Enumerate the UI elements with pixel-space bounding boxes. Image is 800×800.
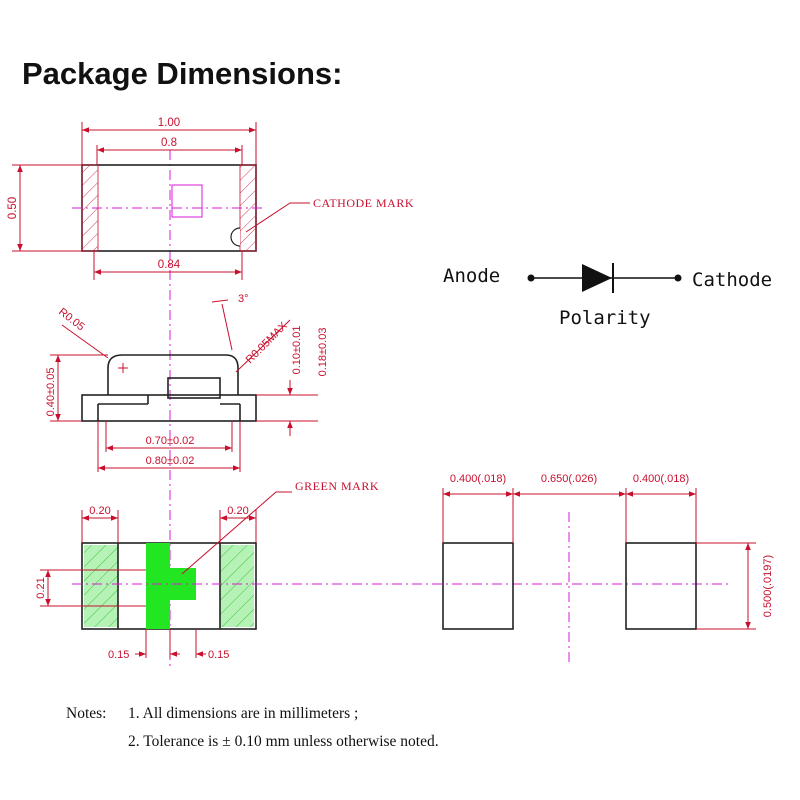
dim-overall-width: 1.00: [158, 117, 180, 129]
cathode-label: Cathode: [692, 269, 772, 291]
dim-footprint-pad-right: 0.400(.018): [633, 473, 689, 485]
dim-side-height: 0.40±0.05: [45, 368, 57, 417]
dim-inner-length: 0.70±0.02: [146, 435, 195, 447]
dim-right-pad: 0.20: [227, 505, 248, 517]
dim-right-offset: 0.15: [208, 649, 229, 661]
dim-inner-width: 0.8: [161, 137, 177, 149]
dim-terminal-height: 0.10±0.01: [291, 326, 303, 375]
footprint-pad-left: [442, 542, 514, 630]
bottom-view: 0.20 0.20 0.21 0.15 0.15 GREEN MARK: [35, 479, 730, 661]
footprint-pad-right: [625, 542, 697, 630]
dim-corner-radius-max: R0.05MAX: [244, 320, 291, 367]
footprint: 0.400(.018) 0.650(.026) 0.400(.018) 0.50…: [442, 473, 774, 665]
notes-label: Notes:: [66, 705, 107, 722]
note-item: 2. Tolerance is ± 0.10 mm unless otherwi…: [128, 733, 439, 750]
green-mark-label: GREEN MARK: [295, 479, 379, 493]
polarity-symbol: Anode Cathode Polarity: [443, 263, 772, 329]
dim-body-width: 0.84: [158, 259, 181, 271]
note-item: 1. All dimensions are in millimeters ;: [128, 705, 359, 722]
dim-footprint-pad-left: 0.400(.018): [450, 473, 506, 485]
polarity-label: Polarity: [559, 307, 651, 329]
cathode-mark-label: CATHODE MARK: [313, 196, 414, 210]
dim-outer-length: 0.80±0.02: [146, 455, 195, 467]
dim-angle: 3°: [238, 293, 249, 305]
dim-left-pad: 0.20: [89, 505, 110, 517]
dim-corner-radius: R0.05: [56, 306, 87, 334]
anode-label: Anode: [443, 265, 500, 287]
cathode-terminal-dot: [674, 274, 682, 282]
dim-left-offset: 0.15: [108, 649, 129, 661]
green-mark-shape: [146, 543, 196, 629]
side-view: R0.05 3° R0.05MAX 0.40±0.05 0.10±0.01 0.…: [45, 293, 329, 472]
dim-total-height: 0.18±0.03: [317, 328, 329, 377]
notes: Notes: 1. All dimensions are in millimet…: [66, 700, 439, 756]
diode-triangle: [582, 264, 612, 292]
top-view: 1.00 0.8 0.50 0.84 CATHODE MARK: [7, 117, 414, 280]
page-title: Package Dimensions:: [22, 56, 343, 91]
dim-footprint-gap: 0.650(.026): [541, 473, 597, 485]
dim-footprint-pad-height: 0.500(.0197): [762, 555, 774, 617]
dim-mark-height: 0.21: [35, 577, 47, 598]
dim-top-height: 0.50: [7, 197, 19, 219]
